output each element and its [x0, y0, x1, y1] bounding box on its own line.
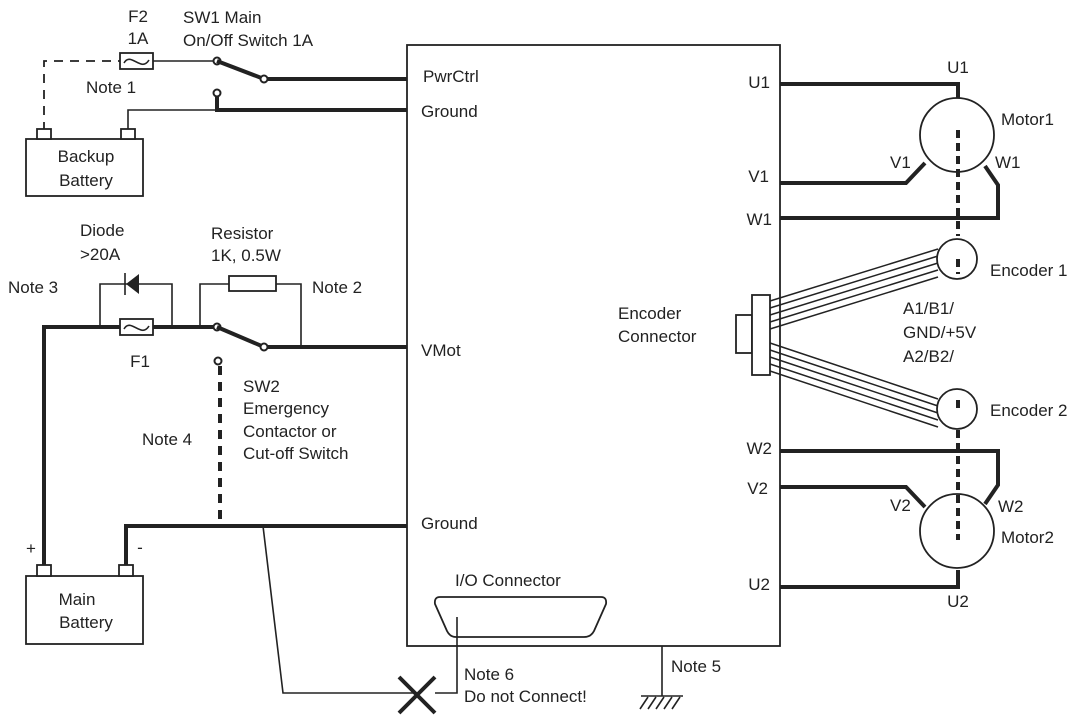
pin-u1: U1 [748, 73, 770, 92]
label-minus: - [137, 538, 143, 557]
label-motor1-v: V1 [890, 153, 911, 172]
main-battery [25, 575, 144, 645]
motor2 [780, 430, 1000, 589]
label-resistor: Resistor [211, 224, 274, 243]
label-sw2-3: Contactor or [243, 422, 337, 441]
pin-ground-top: Ground [421, 102, 478, 121]
label-encoder-connector-1: Encoder [618, 304, 682, 323]
label-sw2-4: Cut-off Switch [243, 444, 349, 463]
label-main-battery-2: Battery [59, 613, 113, 632]
label-motor1: Motor1 [1001, 110, 1054, 129]
diode [126, 274, 139, 294]
motor1 [780, 82, 1000, 236]
label-backup-battery-2: Battery [59, 171, 113, 190]
pin-w1: W1 [747, 210, 773, 229]
label-signals-3: A2/B2/ [903, 347, 954, 366]
label-note4: Note 4 [142, 430, 192, 449]
label-encoder1: Encoder 1 [990, 261, 1068, 280]
label-note1: Note 1 [86, 78, 136, 97]
backup-power-circuit [25, 52, 407, 197]
label-motor1-w: W1 [995, 153, 1021, 172]
label-diode: Diode [80, 221, 124, 240]
label-f2: F2 [128, 7, 148, 26]
label-do-not-connect: Do not Connect! [464, 687, 587, 706]
controller-box [406, 44, 781, 647]
encoder-connector [735, 248, 939, 428]
label-motor2-w: W2 [998, 497, 1024, 516]
label-f1: F1 [130, 352, 150, 371]
label-encoder2: Encoder 2 [990, 401, 1068, 420]
pin-u2: U2 [748, 575, 770, 594]
pin-pwrctrl: PwrCtrl [423, 67, 479, 86]
label-sw2-1: SW2 [243, 377, 280, 396]
label-resistor-rating: 1K, 0.5W [211, 246, 281, 265]
switch-sw2 [216, 325, 265, 349]
label-signals-2: GND/+5V [903, 323, 977, 342]
label-diode-rating: >20A [80, 245, 121, 264]
label-signals-1: A1/B1/ [903, 299, 954, 318]
label-note2: Note 2 [312, 278, 362, 297]
label-note5: Note 5 [671, 657, 721, 676]
label-sw1-rating: On/Off Switch 1A [183, 31, 314, 50]
label-io-connector: I/O Connector [455, 571, 561, 590]
label-motor1-u: U1 [947, 58, 969, 77]
pin-v1: V1 [748, 167, 769, 186]
label-note6: Note 6 [464, 665, 514, 684]
label-plus: + [26, 539, 36, 558]
backup-battery [25, 138, 144, 197]
label-main-battery-1: Main [59, 590, 96, 609]
pin-ground-bottom: Ground [421, 514, 478, 533]
main-power-circuit [25, 273, 437, 715]
label-motor2-u: U2 [947, 592, 969, 611]
do-not-connect-cross [397, 675, 437, 715]
pin-w2: W2 [747, 439, 773, 458]
switch-sw1 [216, 59, 265, 81]
resistor [228, 275, 277, 292]
label-motor2-v: V2 [890, 496, 911, 515]
label-sw2-2: Emergency [243, 399, 329, 418]
label-f2-rating: 1A [128, 29, 149, 48]
label-motor2: Motor2 [1001, 528, 1054, 547]
label-note3: Note 3 [8, 278, 58, 297]
encoder2 [936, 388, 978, 430]
chassis-ground [639, 646, 683, 710]
pin-vmot: VMot [421, 341, 461, 360]
label-encoder-connector-2: Connector [618, 327, 697, 346]
pin-v2: V2 [747, 479, 768, 498]
labels: F2 1A SW1 Main On/Off Switch 1A Note 1 B… [8, 7, 1068, 706]
io-connector [433, 596, 608, 694]
label-sw1-title: SW1 Main [183, 8, 261, 27]
label-backup-battery-1: Backup [58, 147, 115, 166]
